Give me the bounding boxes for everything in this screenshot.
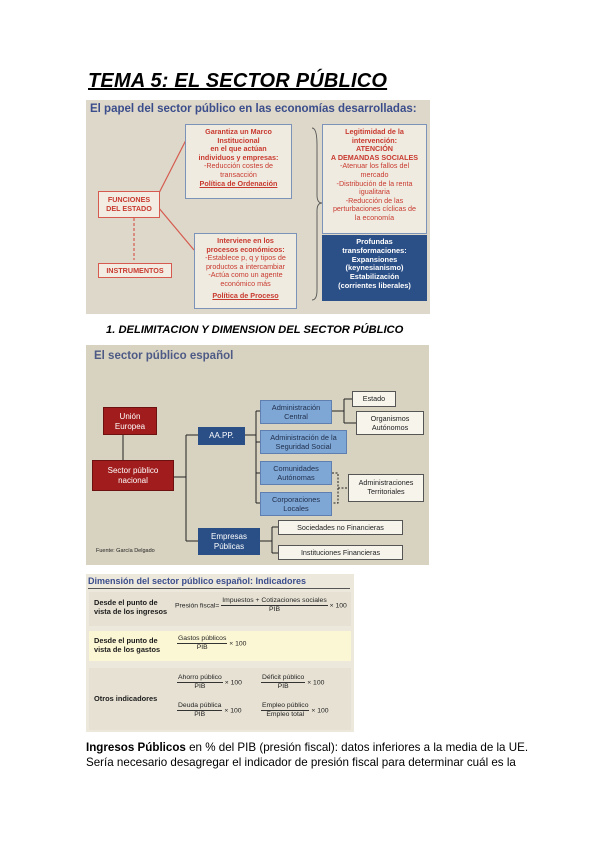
figure1-heading: El papel del sector público en las econo… (90, 103, 417, 115)
figure3-rule (88, 588, 350, 589)
figure-indicadores: Dimensión del sector público español: In… (86, 574, 354, 732)
paragraph-line-1-rest: en % del PIB (presión fiscal): datos inf… (185, 741, 529, 754)
aapp-box: AA.PP. (198, 427, 245, 445)
paragraph-line-1: Ingresos Públicos en % del PIB (presión … (86, 740, 528, 755)
instrumentos-box: INSTRUMENTOS (98, 263, 172, 278)
page-title: TEMA 5: EL SECTOR PÚBLICO (88, 70, 388, 92)
transformaciones-box: Profundas transformaciones: Expansiones … (322, 235, 427, 301)
presion-fiscal-formula: Presión fiscal= Impuestos + Cotizaciones… (175, 597, 347, 613)
procesos-economicos-box: Interviene en los procesos económicos: -… (194, 233, 297, 309)
row-otros-label: Otros indicadores (94, 694, 158, 703)
figure2-connectors (122, 398, 356, 554)
figure3-heading: Dimensión del sector público español: In… (88, 576, 307, 586)
marco-institucional-box: Garantiza un Marco Institucional en el q… (185, 124, 292, 199)
sociedades-no-financieras-box: Sociedades no Financieras (278, 520, 403, 535)
figure2-heading: El sector público español (94, 350, 234, 362)
ingresos-publicos-term: Ingresos Públicos (86, 741, 186, 754)
legitimidad-box: Legitimidad de la intervención: ATENCIÓN… (322, 124, 427, 234)
figure-funciones-estado: El papel del sector público en las econo… (86, 100, 430, 314)
section-heading: 1. DELIMITACION Y DIMENSION DEL SECTOR P… (106, 324, 404, 336)
paragraph-line-2: Sería necesario desagregar el indicador … (86, 756, 516, 769)
instituciones-financieras-box: Instituciones Financieras (278, 545, 403, 560)
figure2-source: Fuente: García Delgado (96, 548, 155, 554)
estado-box: Estado (352, 391, 396, 407)
